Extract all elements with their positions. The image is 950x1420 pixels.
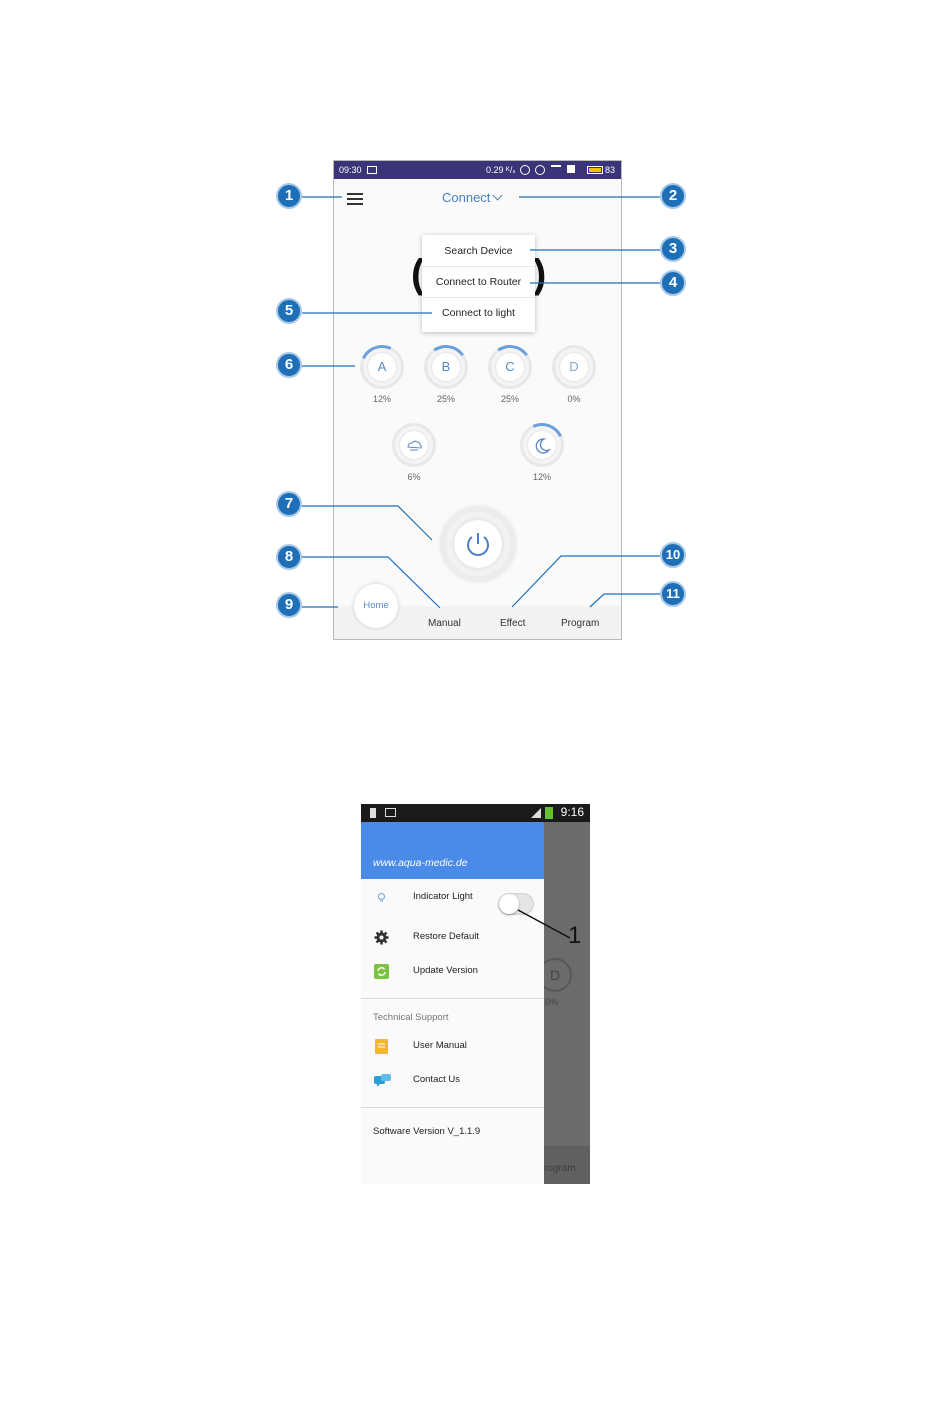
- nav-tab-effect[interactable]: Effect: [500, 618, 526, 629]
- nav-tab-program[interactable]: Program: [561, 618, 600, 629]
- power-button[interactable]: [440, 506, 516, 582]
- right-paren-decoration: ): [533, 252, 547, 296]
- channel-percent: 0%: [567, 394, 581, 404]
- callout-3: 3: [660, 236, 686, 262]
- wifi-icon: [551, 165, 561, 175]
- menu-item-connect-light[interactable]: Connect to light: [442, 307, 515, 319]
- moon-icon: [528, 431, 556, 459]
- drawer-item-restore-default[interactable]: Restore Default: [361, 923, 544, 953]
- cloud-mode-dial[interactable]: [392, 423, 436, 467]
- moon-mode-percent: 12%: [532, 472, 551, 482]
- usb-icon: [370, 808, 376, 818]
- connect-dropdown-button[interactable]: Connect: [442, 190, 503, 205]
- channel-dial-d[interactable]: D: [552, 345, 596, 389]
- vibrate-icon: [520, 165, 530, 175]
- drawer-item-contact-us[interactable]: Contact Us: [361, 1066, 544, 1096]
- callout-1: 1: [276, 183, 302, 209]
- callout-8: 8: [276, 544, 302, 570]
- background-tab-program: rogram: [544, 1163, 576, 1174]
- lightbulb-icon: [374, 890, 389, 905]
- status-bar: 09:30 0.29 ᴷ/ₛ 83: [334, 161, 621, 179]
- book-icon: [374, 1039, 389, 1054]
- drawer-item-label: Restore Default: [413, 931, 480, 942]
- moon-mode-dial[interactable]: [513, 416, 571, 474]
- cloud-icon: [400, 431, 428, 459]
- channel-label: C: [496, 353, 524, 381]
- callout-7: 7: [276, 491, 302, 517]
- nav-tab-manual[interactable]: Manual: [428, 618, 461, 629]
- drawer-header: www.aqua-medic.de: [361, 822, 544, 879]
- website-link[interactable]: www.aqua-medic.de: [373, 857, 468, 869]
- channel-percent: 12%: [372, 394, 391, 404]
- status-time: 09:30: [339, 165, 362, 175]
- power-icon: [454, 520, 502, 568]
- channel-label: B: [432, 353, 460, 381]
- left-paren-decoration: (: [411, 252, 425, 296]
- status-bar: 9:16: [361, 804, 590, 822]
- channel-label: D: [560, 353, 588, 381]
- background-percent: 0%: [545, 997, 559, 1007]
- connect-label: Connect: [442, 190, 491, 205]
- callout-9: 9: [276, 592, 302, 618]
- channel-dial-c[interactable]: C: [484, 341, 536, 393]
- refresh-icon: [374, 964, 389, 979]
- section-technical-support: Technical Support: [373, 1012, 449, 1023]
- callout-2: 2: [660, 183, 686, 209]
- drawer-item-label: User Manual: [413, 1040, 467, 1051]
- connect-dropdown-menu: Search Device Connect to Router Connect …: [422, 235, 535, 332]
- gear-icon: [374, 930, 389, 945]
- bottom-nav: Home Manual Effect Program: [334, 584, 621, 639]
- cloud-mode-percent: 6%: [407, 472, 421, 482]
- drawer-item-user-manual[interactable]: User Manual: [361, 1032, 544, 1062]
- channel-dial-b[interactable]: B: [420, 341, 472, 393]
- channel-percent: 25%: [500, 394, 519, 404]
- software-version: Software Version V_1.1.9: [373, 1126, 481, 1137]
- hamburger-menu-icon[interactable]: [347, 193, 363, 205]
- battery-level: 83: [605, 165, 616, 175]
- chat-icon: [374, 1073, 391, 1088]
- app-screen-main: 09:30 0.29 ᴷ/ₛ 83 Connect ( ) Search Dev…: [333, 160, 622, 640]
- network-speed: 0.29 ᴷ/ₛ: [486, 165, 516, 175]
- battery-icon: [545, 807, 553, 819]
- side-drawer: www.aqua-medic.de Indicator Light Restor…: [361, 822, 544, 1184]
- callout-4: 4: [660, 270, 686, 296]
- nav-home-button[interactable]: Home: [354, 584, 398, 628]
- app-screen-drawer: 9:16 D 0% rogram www.aqua-medic.de Indic…: [361, 804, 590, 1184]
- callout-6: 6: [276, 352, 302, 378]
- drawer-item-indicator-light: Indicator Light: [361, 883, 544, 915]
- drawer-item-label: Update Version: [413, 965, 478, 976]
- menu-item-connect-router[interactable]: Connect to Router: [435, 276, 522, 288]
- image-notification-icon: [367, 166, 377, 174]
- drawer-item-update-version[interactable]: Update Version: [361, 957, 544, 987]
- indicator-light-toggle[interactable]: [498, 893, 534, 915]
- callout-11: 11: [660, 581, 686, 607]
- signal-icon: [567, 165, 575, 173]
- battery-icon: [587, 166, 603, 174]
- signal-icon: [531, 808, 541, 818]
- channel-percent: 25%: [436, 394, 455, 404]
- drawer-item-label: Indicator Light: [413, 891, 473, 902]
- callout-toggle-1: 1: [568, 922, 582, 949]
- image-notification-icon: [385, 808, 396, 817]
- channel-label: A: [368, 353, 396, 381]
- callout-5: 5: [276, 298, 302, 324]
- menu-item-search-device[interactable]: Search Device: [444, 245, 513, 257]
- status-time: 9:16: [560, 805, 584, 819]
- alarm-icon: [535, 165, 545, 175]
- channel-dial-a[interactable]: A: [353, 338, 411, 396]
- drawer-item-label: Contact Us: [413, 1074, 460, 1085]
- callout-10: 10: [660, 542, 686, 568]
- background-nav: [544, 1146, 590, 1184]
- chevron-down-icon: [492, 190, 503, 201]
